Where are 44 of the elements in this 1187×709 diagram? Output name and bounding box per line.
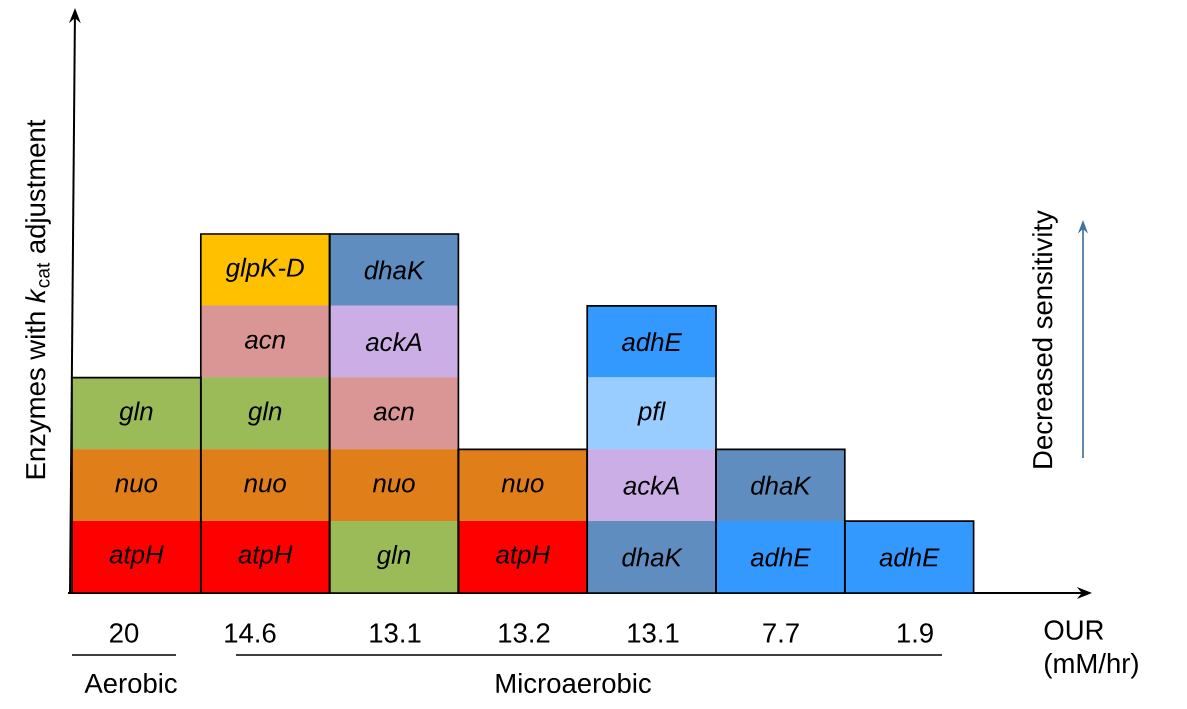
group-label: Microaerobic — [496, 672, 651, 694]
node-label: adhE — [879, 547, 940, 567]
gene-cell: ackA — [329, 305, 459, 378]
node-label: nuo — [501, 478, 544, 493]
gene-cell: atpH — [200, 520, 330, 594]
gene-cell: pfl — [586, 377, 717, 450]
gene-cell: atpH — [458, 520, 588, 594]
gene-cell: adhE — [715, 520, 846, 594]
tick-label: 1.9 — [898, 623, 933, 643]
gene-cell: gln — [200, 377, 330, 450]
gene-cell: gln — [71, 377, 202, 450]
gene-cell: dhaK — [586, 520, 717, 594]
gene-cell: nuo — [200, 449, 330, 522]
axis-title: Decreased sensitivity — [1032, 210, 1058, 468]
node-label: nuo — [115, 478, 158, 493]
gene-cell: dhaK — [329, 233, 459, 307]
gene-cell: adhE — [586, 305, 717, 378]
node-label: nuo — [244, 478, 286, 493]
axis-title: Enzymes with k$_{cat}$ adjustment — [25, 119, 51, 479]
gene-cell: adhE — [844, 520, 974, 594]
tick-label: 13.1 — [370, 623, 421, 643]
node-label: gln — [248, 401, 282, 426]
gene-cell: nuo — [329, 449, 459, 522]
gene-cell: ackA — [586, 449, 717, 522]
gene-cell: atpH — [71, 520, 202, 594]
gene-cell: dhaK — [715, 449, 846, 522]
gene-cell: nuo — [458, 449, 588, 522]
gene-cell: glpK-D — [200, 233, 330, 307]
node-label: adhE — [750, 547, 811, 567]
node-label: nuo — [372, 478, 415, 493]
tick-label: 14.6 — [225, 623, 276, 643]
axis-title: OUR (mM/hr) — [1044, 620, 1138, 679]
tick-label: 7.7 — [763, 623, 799, 643]
gene-cell: nuo — [71, 449, 202, 522]
node-label: gln — [119, 401, 153, 426]
group-label: Aerobic — [84, 672, 177, 694]
gene-cell: gln — [329, 520, 459, 594]
gene-cell: acn — [200, 305, 330, 378]
tick-label: 13.1 — [628, 623, 679, 643]
gene-cell: acn — [329, 377, 459, 450]
tick-label: 13.2 — [499, 623, 550, 643]
node-label: atpH — [109, 545, 164, 569]
node-label: atpH — [238, 545, 293, 569]
tick-label: 20 — [110, 623, 139, 643]
